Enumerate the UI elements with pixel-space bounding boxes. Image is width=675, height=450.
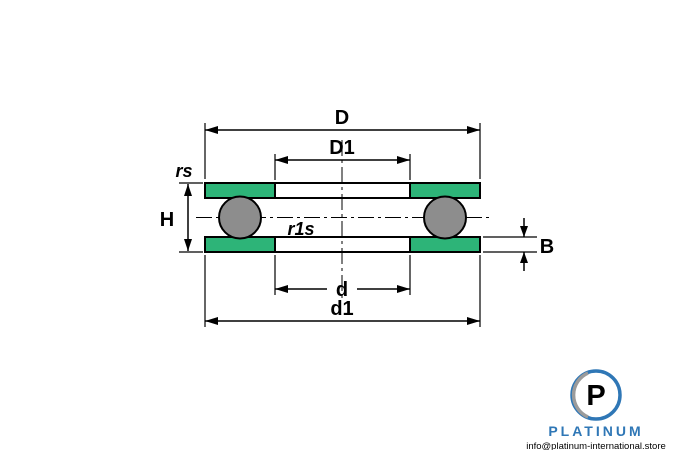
right-ball — [423, 195, 467, 240]
dim-label-d: d — [336, 279, 348, 301]
arrowhead-up — [520, 252, 528, 263]
dim-label-B: B — [540, 236, 554, 258]
logo-gray-arc — [571, 371, 589, 419]
left-ball — [218, 195, 262, 240]
dim-label-r1s: r1s — [287, 219, 314, 239]
brand-name: PLATINUM — [548, 423, 644, 439]
arrowhead-left — [205, 126, 218, 134]
arrowhead-right — [397, 156, 410, 164]
dimension-B: B — [483, 218, 554, 271]
dim-label-rs: rs — [175, 161, 192, 181]
dimension-D1: D1 — [274, 137, 411, 180]
arrowhead-right — [467, 317, 480, 325]
dim-label-H: H — [160, 209, 174, 231]
dim-label-D1: D1 — [329, 137, 355, 159]
brand-block: P PLATINUM info@platinum-international.s… — [516, 366, 675, 450]
dimension-d: d — [274, 255, 411, 301]
dim-label-D: D — [335, 107, 349, 129]
arrowhead-right — [397, 285, 410, 293]
dimension-H: H — [160, 182, 203, 253]
arrowhead-left — [275, 285, 288, 293]
brand-email: info@platinum-international.store — [526, 441, 666, 450]
arrowhead-left — [275, 156, 288, 164]
dimension-d1: d1 — [204, 255, 481, 327]
top-washer — [204, 182, 481, 199]
arrowhead-right — [467, 126, 480, 134]
dim-label-d1: d1 — [330, 298, 353, 320]
arrowhead-up — [184, 184, 192, 196]
dimension-D: D — [204, 107, 481, 179]
arrowhead-left — [205, 317, 218, 325]
platinum-logo-icon: P — [570, 369, 622, 421]
arrowhead-down — [520, 226, 528, 237]
logo-letter: P — [586, 380, 605, 412]
arrowhead-down — [184, 239, 192, 251]
